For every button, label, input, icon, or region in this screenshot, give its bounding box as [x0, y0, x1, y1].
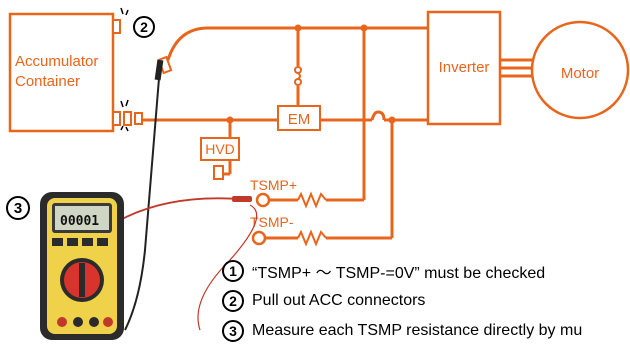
- hvd-box: HVD: [200, 137, 240, 180]
- tsmp-minus-label: TSMP-: [250, 214, 294, 230]
- step-text: Pull out ACC connectors: [252, 292, 426, 309]
- hv-wiring: [142, 26, 532, 240]
- instruction-step-3: 3 Measure each TSMP resistance directly …: [222, 316, 630, 346]
- accumulator-container: Accumulator Container: [8, 12, 115, 133]
- multimeter: 00001: [40, 192, 124, 340]
- instruction-list: 1 “TSMP+ ～ TSMP-=0V” must be checked 2 P…: [222, 256, 630, 346]
- hvd-label: HVD: [205, 141, 235, 157]
- acc-connector-bottom: [112, 111, 143, 126]
- step-number: 3: [222, 320, 244, 342]
- step2-marker-number: 2: [140, 19, 148, 35]
- disconnect-spark-icon: [120, 7, 129, 132]
- step-text: Measure each TSMP resistance directly by…: [252, 322, 583, 339]
- step-number: 2: [222, 290, 244, 312]
- instruction-step-2: 2 Pull out ACC connectors: [222, 286, 630, 316]
- step2-marker: 2: [133, 16, 155, 38]
- accumulator-label-line1: Accumulator: [15, 53, 98, 70]
- tsmp-plus: TSMP+: [250, 177, 327, 209]
- inverter-box: Inverter: [426, 10, 502, 126]
- step-number: 1: [222, 260, 244, 282]
- instruction-step-1: 1 “TSMP+ ～ TSMP-=0V” must be checked: [222, 256, 630, 286]
- motor-circle: Motor: [530, 20, 630, 120]
- probe-tips: [154, 59, 252, 202]
- fuse-symbol: [294, 66, 302, 86]
- step-text: “TSMP+ ～ TSMP-=0V” must be checked: [252, 265, 546, 282]
- tsmp-minus: TSMP-: [250, 214, 327, 247]
- accumulator-label-line2: Container: [15, 73, 80, 90]
- junction-dots: [226, 24, 396, 124]
- tsmp-plus-label: TSMP+: [250, 177, 297, 193]
- inverter-label: Inverter: [439, 59, 490, 76]
- meter-display: 00001: [60, 214, 99, 229]
- motor-label: Motor: [561, 65, 599, 82]
- em-label: EM: [288, 111, 311, 128]
- step3-marker: 3: [6, 196, 30, 220]
- em-box: EM: [277, 105, 321, 131]
- step3-marker-number: 3: [14, 200, 22, 217]
